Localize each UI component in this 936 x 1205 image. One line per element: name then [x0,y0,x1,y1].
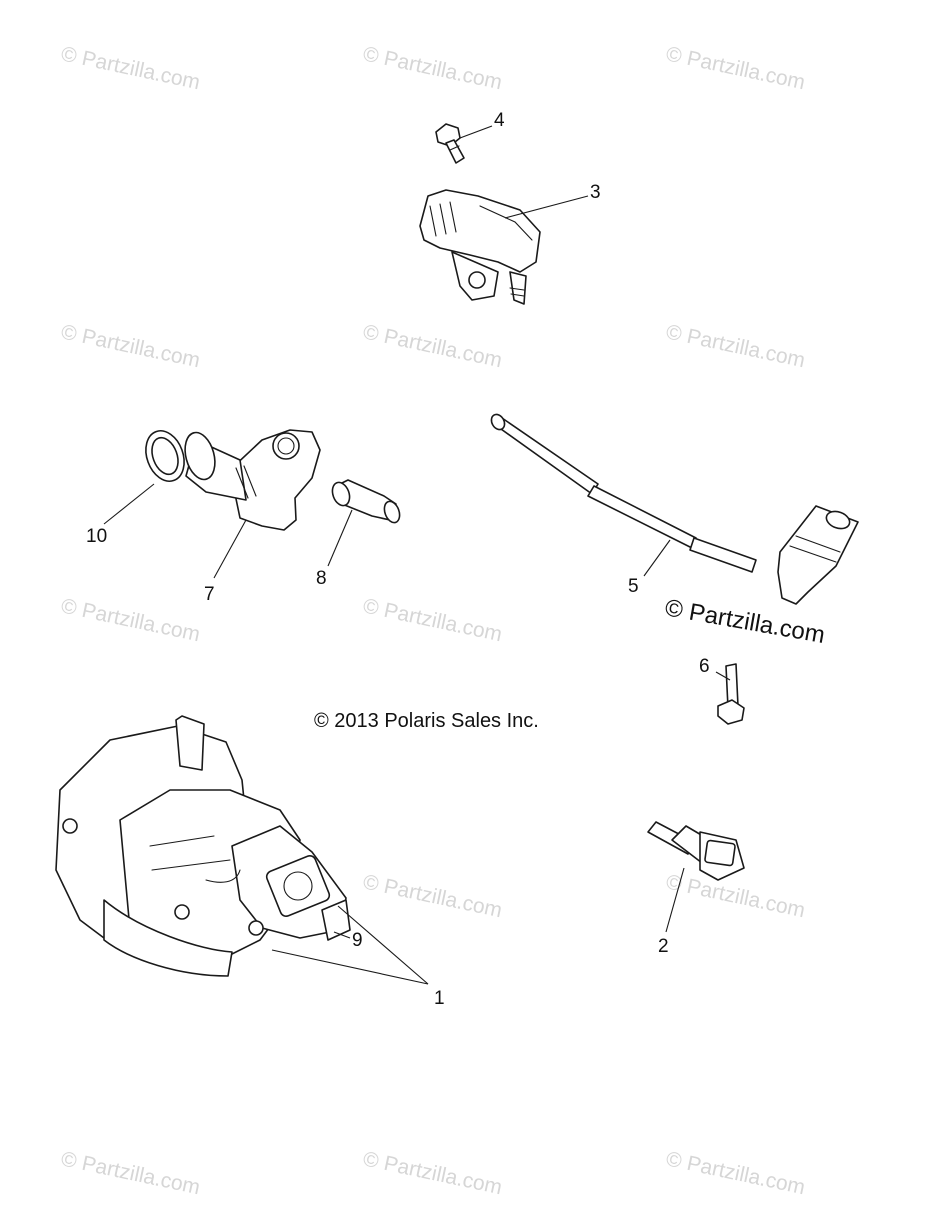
watermark: © Partzilla.com [59,1147,202,1199]
watermark: © Partzilla.com [59,320,202,372]
part-7-speed-sensor [184,429,321,531]
callout-2: 2 [658,936,669,957]
watermark: © Partzilla.com [361,1147,504,1199]
callout-6: 6 [699,656,710,677]
watermark: © Partzilla.com [59,594,202,646]
watermark: © Partzilla.com [361,320,504,372]
callout-7: 7 [204,584,215,605]
leader-9 [333,931,351,939]
watermark: © Partzilla.com [664,320,807,372]
leader-5 [643,539,671,577]
watermark: © Partzilla.com [664,42,807,94]
leader-2 [665,867,685,933]
watermark: © Partzilla.com [664,1147,807,1199]
part-2-temp-sensor [647,821,745,881]
callout-4: 4 [494,110,505,131]
callout-10: 10 [86,526,107,547]
leader-8 [327,509,353,567]
watermark: © Partzilla.com [361,870,504,922]
callout-8: 8 [316,568,327,589]
part-8-pin [331,479,401,524]
watermark: © Partzilla.com [361,42,504,94]
leader-1a [337,905,429,985]
copyright-text: © 2013 Polaris Sales Inc. [314,710,539,732]
part-6-bolt [717,663,745,725]
part-4-bolt [435,123,465,164]
callout-5: 5 [628,576,639,597]
large-watermark: © Partzilla.com [663,594,827,649]
leader-6 [715,671,731,681]
leader-7 [213,519,247,579]
leader-4 [459,125,493,139]
leader-10 [103,483,155,525]
callout-1: 1 [434,988,445,1009]
leader-1b [271,949,429,985]
watermark: © Partzilla.com [664,870,807,922]
part-3-map-sensor [419,189,541,305]
part-5-long-sensor [490,413,859,605]
watermark: © Partzilla.com [59,42,202,94]
leader-3 [504,195,589,219]
leader-lines [103,125,731,985]
callouts: 4 3 10 7 8 5 6 9 1 2 [86,110,710,1009]
part-10-o-ring [145,430,185,482]
part-1-throttle-body [55,715,351,977]
callout-3: 3 [590,182,601,203]
watermark: © Partzilla.com [361,594,504,646]
callout-9: 9 [352,930,363,951]
